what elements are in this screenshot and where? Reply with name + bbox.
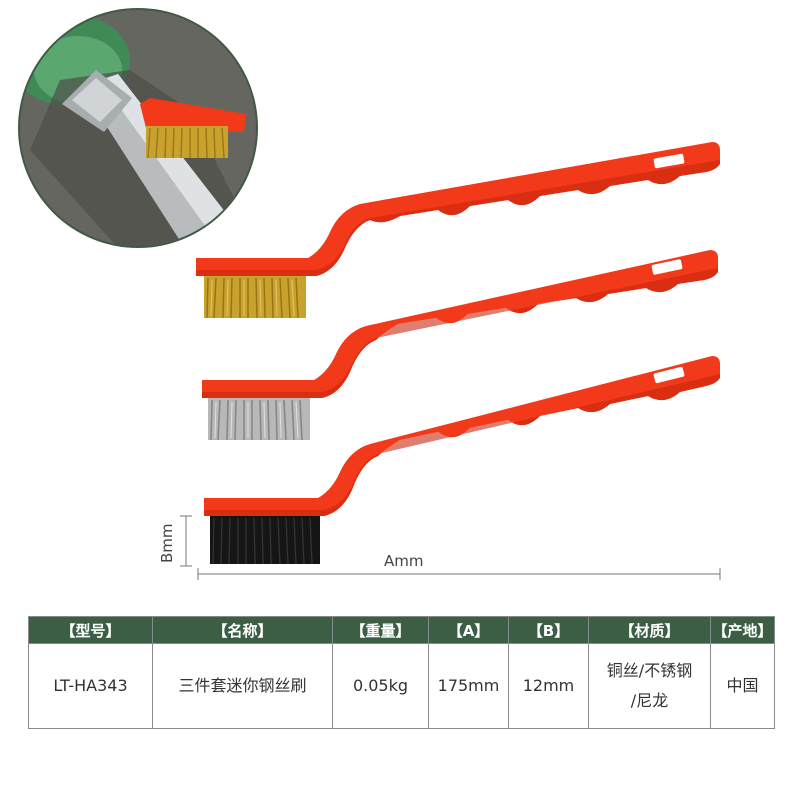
spec-data-row: LT-HA343 三件套迷你钢丝刷 0.05kg 175mm 12mm 铜丝/不…: [28, 643, 775, 729]
material-line-1: 铜丝/不锈钢: [606, 661, 693, 680]
usage-photo-inset: [18, 8, 258, 248]
cell-origin: 中国: [710, 643, 775, 729]
product-illustration: [18, 8, 721, 580]
material-line-2: /尼龙: [630, 691, 669, 710]
product-scene: Amm Bmm: [18, 8, 721, 580]
spec-table: 【型号】 【名称】 【重量】 【A】 【B】 【材质】 【产地】 LT-HA34…: [28, 616, 775, 729]
nylon-brush-icon: [204, 356, 720, 565]
steel-brush-icon: [202, 250, 718, 441]
dimension-a-label: Amm: [384, 552, 424, 570]
dimension-b-line: [180, 515, 192, 567]
cell-name: 三件套迷你钢丝刷: [152, 643, 333, 729]
cell-weight: 0.05kg: [332, 643, 429, 729]
header-material: 【材质】: [588, 616, 711, 644]
header-b: 【B】: [508, 616, 589, 644]
header-model: 【型号】: [28, 616, 153, 644]
cell-b: 12mm: [508, 643, 589, 729]
cell-a: 175mm: [428, 643, 509, 729]
cell-material: 铜丝/不锈钢 /尼龙: [588, 643, 711, 729]
header-name: 【名称】: [152, 616, 333, 644]
brass-brush-icon: [196, 142, 720, 319]
spec-header-row: 【型号】 【名称】 【重量】 【A】 【B】 【材质】 【产地】: [28, 616, 775, 644]
brush-in-use: [140, 98, 246, 159]
dimension-b-label: Bmm: [158, 523, 176, 563]
header-weight: 【重量】: [332, 616, 429, 644]
cell-model: LT-HA343: [28, 643, 153, 729]
dimension-a-line: [197, 568, 721, 580]
header-a: 【A】: [428, 616, 509, 644]
header-origin: 【产地】: [710, 616, 775, 644]
